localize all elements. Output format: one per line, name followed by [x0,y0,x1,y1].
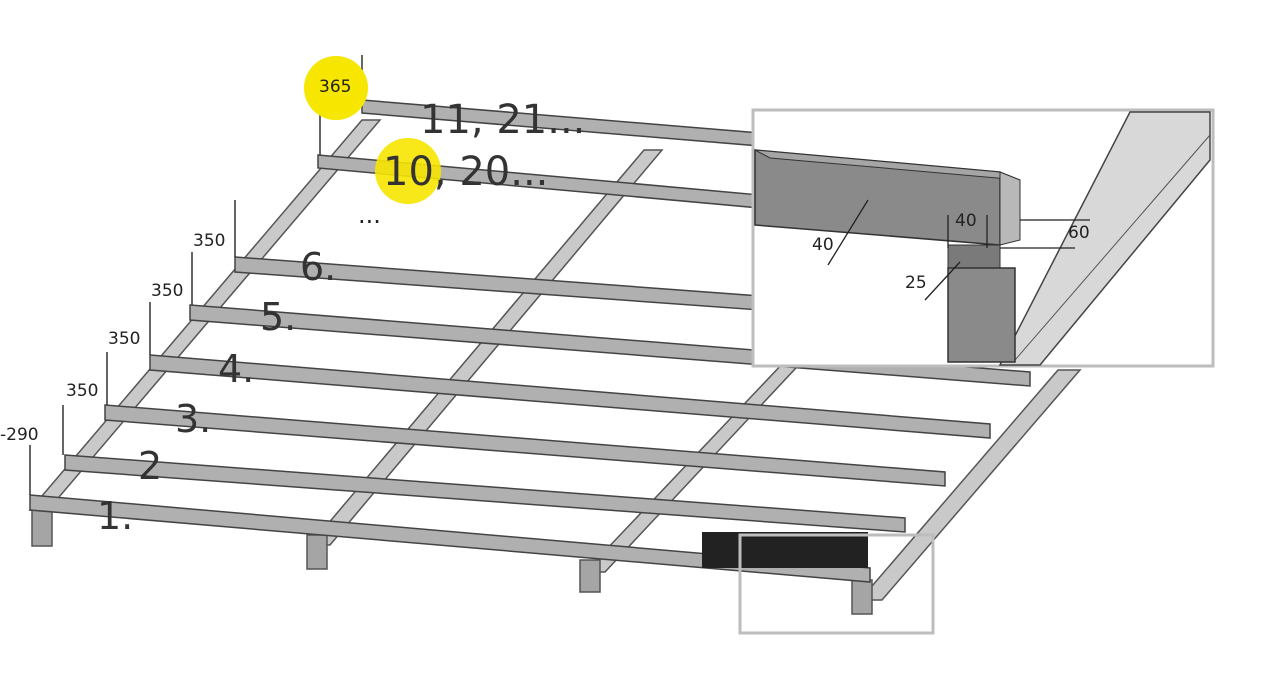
spacing-label-1: 350 [66,381,99,401]
batten-label-6: 6. [300,245,337,289]
batten-label-10: 10, 20... [383,149,549,195]
spacing-label-first: -290 [0,425,39,445]
spacing-label-top: 365 [319,77,352,97]
highlight-10-20 [375,138,441,204]
batten-label-1: 1. [97,494,134,538]
spacing-label-3: 350 [151,281,184,301]
batten-ellipsis: ... [358,201,381,229]
dimension-lines [29,55,363,495]
detail-marker-box [738,533,935,635]
batten-label-2: 2 [138,444,163,488]
batten-label-4: 4. [218,347,255,391]
batten-label-5: 5. [260,295,297,339]
eaves-strip [702,532,868,568]
spacing-label-4: 350 [193,231,226,251]
detail-batten-height: 40 [955,211,977,231]
batten-label-11: 11, 21... [420,97,586,143]
batten-label-3: 3. [175,397,212,441]
detail-batten-width: 40 [812,235,834,255]
detail-gap: 25 [905,273,927,293]
detail-inset [751,108,1215,368]
detail-counter-batten: 60 [1068,223,1090,243]
highlight-365 [304,56,368,120]
spacing-label-2: 350 [108,329,141,349]
